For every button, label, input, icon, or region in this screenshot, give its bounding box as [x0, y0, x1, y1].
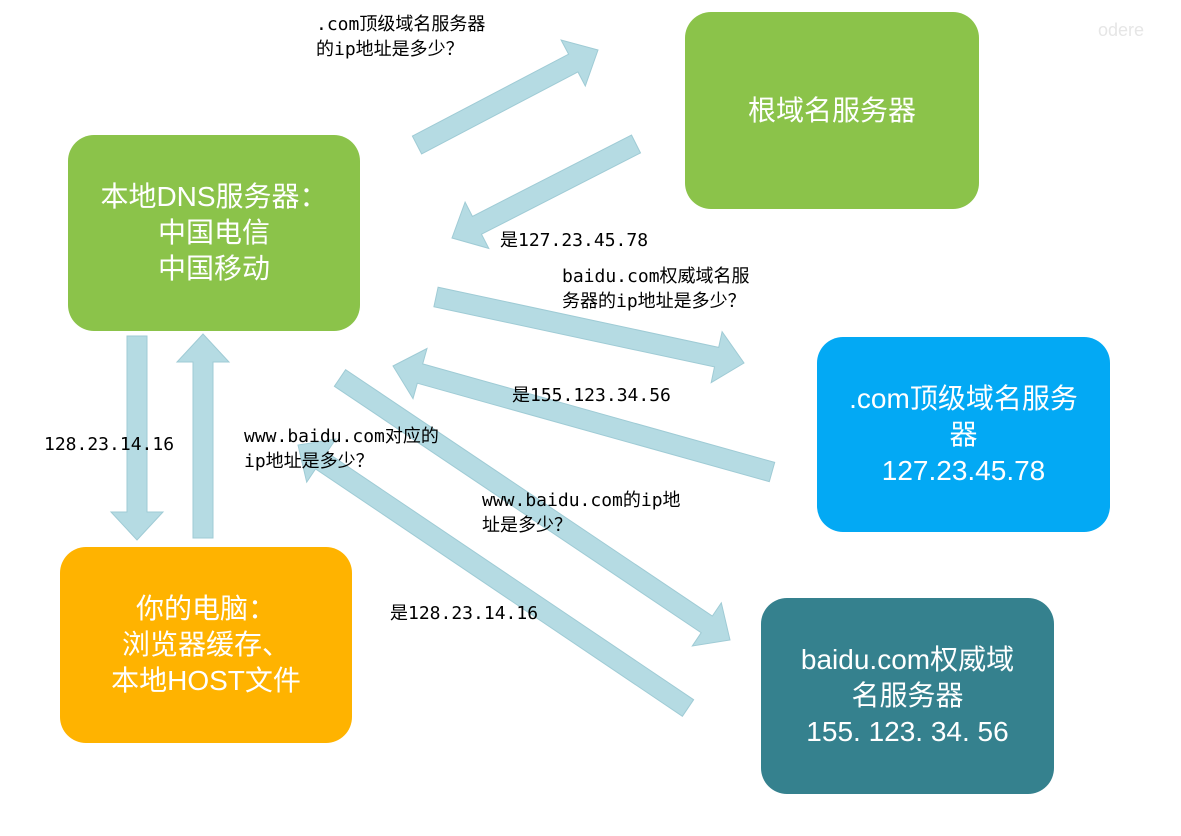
- arrow-com-to-local: [392, 347, 776, 483]
- your-computer-box: 你的电脑： 浏览器缓存、 本地HOST文件: [60, 547, 352, 743]
- arrow-pc-ask-up: [175, 333, 231, 539]
- arrow-baidu-to-local: [297, 438, 695, 717]
- label-ask-com-line-1: baidu.com权威域名服: [562, 266, 750, 287]
- pc-line-1: 你的电脑：: [135, 593, 276, 624]
- local-dns-line-1: 本地DNS服务器：: [100, 181, 328, 212]
- com-line-1: .com顶级域名服务: [849, 382, 1078, 414]
- label-ask-root-line-1: .com顶级域名服务器: [316, 14, 486, 35]
- label-pc-ask-line-2: ip地址是多少？: [244, 451, 374, 472]
- label-reply-root: 是127.23.45.78: [500, 230, 649, 251]
- label-pc-reply: 128.23.14.16: [44, 434, 175, 455]
- baidu-line-1: baidu.com权威域: [800, 644, 1015, 675]
- baidu-line-2: 名服务器: [851, 680, 964, 711]
- baidu-authoritative-server-box: baidu.com权威域 名服务器 155. 123. 34. 56: [761, 598, 1054, 794]
- label-ask-baidu-line-2: 址是多少？: [482, 515, 572, 536]
- local-dns-line-2: 中国电信: [157, 217, 270, 248]
- baidu-line-3: 155. 123. 34. 56: [806, 716, 1009, 747]
- arrow-local-to-root: [411, 39, 599, 155]
- arrow-local-to-com: [433, 286, 745, 384]
- com-line-2: 器: [949, 418, 978, 450]
- root-dns-server-box: 根域名服务器: [685, 12, 979, 209]
- pc-line-2: 浏览器缓存、: [121, 629, 290, 660]
- label-pc-ask-line-1: www.baidu.com对应的: [244, 426, 439, 447]
- label-ask-baidu-line-1: www.baidu.com的ip地: [482, 490, 681, 511]
- pc-line-3: 本地HOST文件: [111, 665, 301, 696]
- watermark: odere: [1098, 20, 1145, 40]
- label-reply-com: 是155.123.34.56: [512, 385, 671, 406]
- label-ask-root: .com顶级域名服务器 的ip地址是多少？: [316, 12, 485, 62]
- label-ask-com-line-2: 务器的ip地址是多少？: [562, 291, 746, 312]
- com-line-3: 127.23.45.78: [881, 454, 1046, 486]
- local-dns-line-3: 中国移动: [157, 253, 270, 284]
- com-tld-server-box: .com顶级域名服务 器 127.23.45.78: [817, 337, 1110, 532]
- label-ask-baidu: www.baidu.com的ip地 址是多少？: [482, 488, 681, 538]
- label-ask-root-line-2: 的ip地址是多少？: [316, 39, 464, 60]
- local-dns-server-box: 本地DNS服务器： 中国电信 中国移动: [68, 135, 360, 331]
- arrow-pc-reply-down: [109, 335, 165, 541]
- root-line-1: 根域名服务器: [747, 94, 916, 126]
- label-pc-ask: www.baidu.com对应的 ip地址是多少？: [244, 424, 439, 474]
- label-reply-baidu: 是128.23.14.16: [390, 603, 539, 624]
- arrow-local-to-baidu: [333, 369, 731, 647]
- label-ask-com: baidu.com权威域名服 务器的ip地址是多少？: [562, 264, 750, 314]
- arrow-root-to-local: [451, 134, 642, 250]
